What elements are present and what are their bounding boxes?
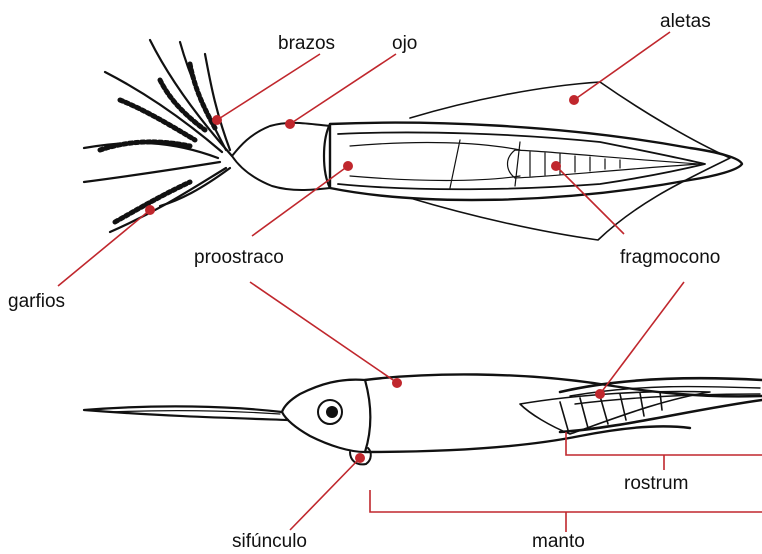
top-shell-inner — [350, 140, 520, 188]
label-brazos: brazos — [278, 34, 335, 53]
label-fragmocono: fragmocono — [620, 248, 720, 267]
leader-proostraco-side — [250, 282, 396, 382]
leader-aletas — [574, 32, 670, 100]
leader-fragmocono-top — [556, 166, 624, 234]
label-rostrum: rostrum — [624, 474, 688, 493]
top-phragmocone — [508, 150, 701, 178]
leader-garfios — [58, 210, 150, 286]
top-head — [232, 123, 330, 190]
bracket-manto — [370, 490, 762, 532]
leader-proostraco-top — [252, 166, 348, 236]
side-view-belemnite — [84, 374, 762, 464]
label-ojo: ojo — [392, 34, 417, 53]
label-garfios: garfios — [8, 292, 65, 311]
leader-brazos — [217, 54, 320, 120]
fin-outline — [410, 82, 730, 240]
leader-fragmocono-side — [600, 282, 684, 394]
top-arms — [84, 40, 232, 232]
leader-ojo — [290, 54, 396, 124]
marker-fragmocono-top — [551, 161, 561, 171]
side-eye-pupil — [326, 406, 338, 418]
label-sifunculo: sifúnculo — [232, 532, 307, 551]
side-head — [282, 380, 365, 452]
top-view-belemnite — [84, 40, 742, 240]
side-collar — [365, 380, 370, 452]
marker-brazos — [212, 115, 222, 125]
marker-proostraco-top — [343, 161, 353, 171]
marker-aletas — [569, 95, 579, 105]
bracket-rostrum — [566, 432, 762, 470]
label-proostraco: proostraco — [194, 248, 284, 267]
marker-ojo — [285, 119, 295, 129]
leader-sifunculo — [290, 458, 360, 530]
marker-sifunculo — [355, 453, 365, 463]
marker-proostraco-side — [392, 378, 402, 388]
label-manto: manto — [532, 532, 585, 551]
label-aletas: aletas — [660, 12, 711, 31]
marker-garfios — [145, 205, 155, 215]
marker-fragmocono-side — [595, 389, 605, 399]
